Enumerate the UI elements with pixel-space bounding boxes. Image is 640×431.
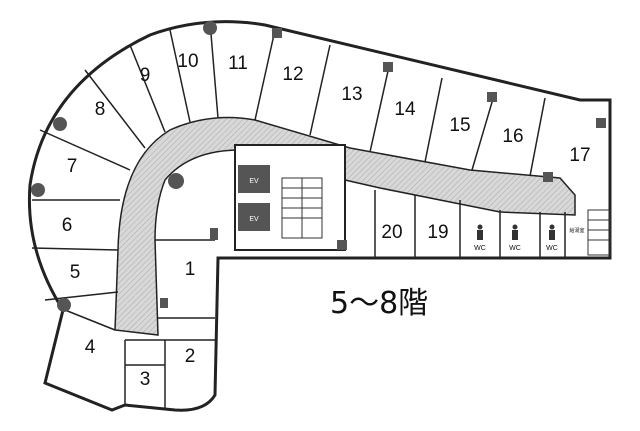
room-19: 19 (427, 222, 448, 243)
room-15: 15 (449, 115, 470, 136)
room-12: 12 (282, 64, 303, 85)
room-partitions (31, 21, 566, 408)
kitchenette-label: 給湯室 (569, 227, 584, 234)
elevator-label-1: EV (249, 178, 259, 185)
restroom-label-3: WC (546, 245, 558, 252)
room-1: 1 (185, 259, 196, 280)
room-10: 10 (177, 51, 198, 72)
restroom-label-2: WC (509, 245, 521, 252)
room-9: 9 (140, 65, 151, 86)
stairs-east (587, 209, 611, 256)
room-5: 5 (70, 262, 81, 283)
elevator-2 (238, 203, 270, 231)
room-4: 4 (85, 337, 96, 358)
stairs (281, 177, 323, 239)
room-8: 8 (95, 99, 106, 120)
elevator-label-2: EV (249, 216, 259, 223)
room-3: 3 (140, 369, 151, 390)
restroom-icons (477, 224, 555, 240)
room-11: 11 (228, 53, 248, 74)
room-16: 16 (502, 126, 523, 147)
room-20: 20 (381, 222, 402, 243)
restroom-label-1: WC (474, 245, 486, 252)
elevator-1 (238, 165, 270, 193)
corridor (114, 116, 576, 336)
room-7: 7 (67, 156, 78, 177)
room-17: 17 (569, 145, 590, 166)
room-14: 14 (394, 99, 416, 120)
floor-label: 5〜8階 (330, 286, 428, 321)
room-6: 6 (62, 215, 73, 236)
columns (31, 21, 606, 312)
room-2: 2 (185, 346, 196, 367)
room-13: 13 (341, 84, 362, 105)
